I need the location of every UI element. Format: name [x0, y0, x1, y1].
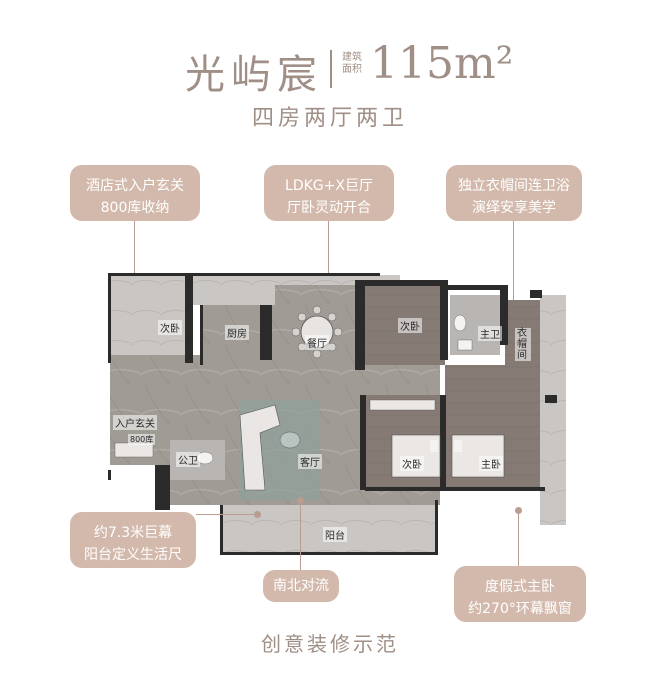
- room-label-balcony: 阳台: [323, 527, 347, 542]
- room-label-secondary-bedroom-1: 次卧: [158, 320, 182, 335]
- callout-wardrobe-line1: 独立衣帽间连卫浴: [458, 178, 570, 194]
- sofa: [239, 404, 281, 491]
- callout-entrance-line1: 酒店式入户玄关: [86, 178, 184, 194]
- leader-master-dot: [515, 507, 522, 514]
- leader-ventilation-dot: [297, 497, 304, 504]
- title-divider: [330, 50, 332, 88]
- callout-entrance-line2: 800库收纳: [100, 200, 170, 216]
- room-label-master-bath: 主卫: [478, 326, 502, 341]
- callout-master: 度假式主卧 约270°环幕飘窗: [454, 566, 586, 622]
- callout-ldkg-line1: LDKG+X巨厅: [285, 178, 373, 194]
- wardrobe-bottom: [369, 399, 436, 411]
- callout-ventilation: 南北对流: [263, 570, 339, 602]
- walls: [108, 273, 557, 555]
- leader-balcony: [196, 514, 256, 515]
- room-label-dining: 餐厅: [305, 335, 329, 350]
- area-value: 115m²: [370, 38, 514, 89]
- room-label-entrance-hall: 入户玄关: [113, 415, 157, 430]
- room-label-secondary-bedroom-2: 次卧: [398, 318, 422, 333]
- leader-wardrobe: [513, 221, 514, 351]
- callout-ldkg: LDKG+X巨厅 厅卧灵动开合: [264, 165, 394, 221]
- layout-subtitle: 四房两厅两卫: [251, 106, 408, 131]
- callout-master-line2: 约270°环幕飘窗: [468, 601, 572, 617]
- room-label-storage-800: 800库: [128, 434, 156, 445]
- sink-master: [457, 339, 473, 351]
- callout-ventilation-line1: 南北对流: [273, 578, 329, 594]
- title-block: 光屿宸 建筑面积 115m² 四房两厅两卫: [0, 28, 660, 131]
- callout-entrance: 酒店式入户玄关 800库收纳: [70, 165, 200, 221]
- room-label-master-bedroom: 主卧: [479, 456, 503, 471]
- callout-balcony-line2: 阳台定义生活尺度: [84, 547, 182, 585]
- callout-ldkg-line2: 厅卧灵动开合: [287, 200, 371, 216]
- callout-wardrobe: 独立衣帽间连卫浴 演绎安享美学: [446, 165, 582, 221]
- area-label: 建筑面积: [342, 52, 362, 75]
- terrace-left: [110, 275, 190, 355]
- callout-master-line1: 度假式主卧: [485, 579, 555, 595]
- leader-master: [518, 510, 519, 568]
- callout-balcony: 约7.3米巨幕 阳台定义生活尺度: [70, 512, 196, 585]
- callout-wardrobe-line2: 演绎安享美学: [472, 200, 556, 216]
- leader-ldkg: [328, 221, 329, 309]
- project-name: 光屿宸: [185, 52, 323, 98]
- pillow-1: [430, 440, 438, 452]
- callout-balcony-line1: 约7.3米巨幕: [93, 525, 173, 541]
- leader-ventilation: [300, 500, 301, 572]
- footer-caption: 创意装修示范: [261, 632, 399, 656]
- leader-balcony-dot: [254, 511, 261, 518]
- room-label-walk-in-closet: 衣帽间: [515, 328, 531, 361]
- pillow-2: [454, 440, 462, 452]
- toilet-master: [453, 314, 467, 332]
- room-label-public-bath: 公卫: [176, 452, 200, 467]
- room-label-living-room: 客厅: [298, 454, 322, 469]
- room-label-kitchen: 厨房: [225, 325, 249, 340]
- room-label-secondary-bedroom-3: 次卧: [400, 456, 424, 471]
- storage-800: [114, 442, 154, 458]
- coffee-table: [279, 431, 301, 449]
- terrace-right: [540, 295, 566, 525]
